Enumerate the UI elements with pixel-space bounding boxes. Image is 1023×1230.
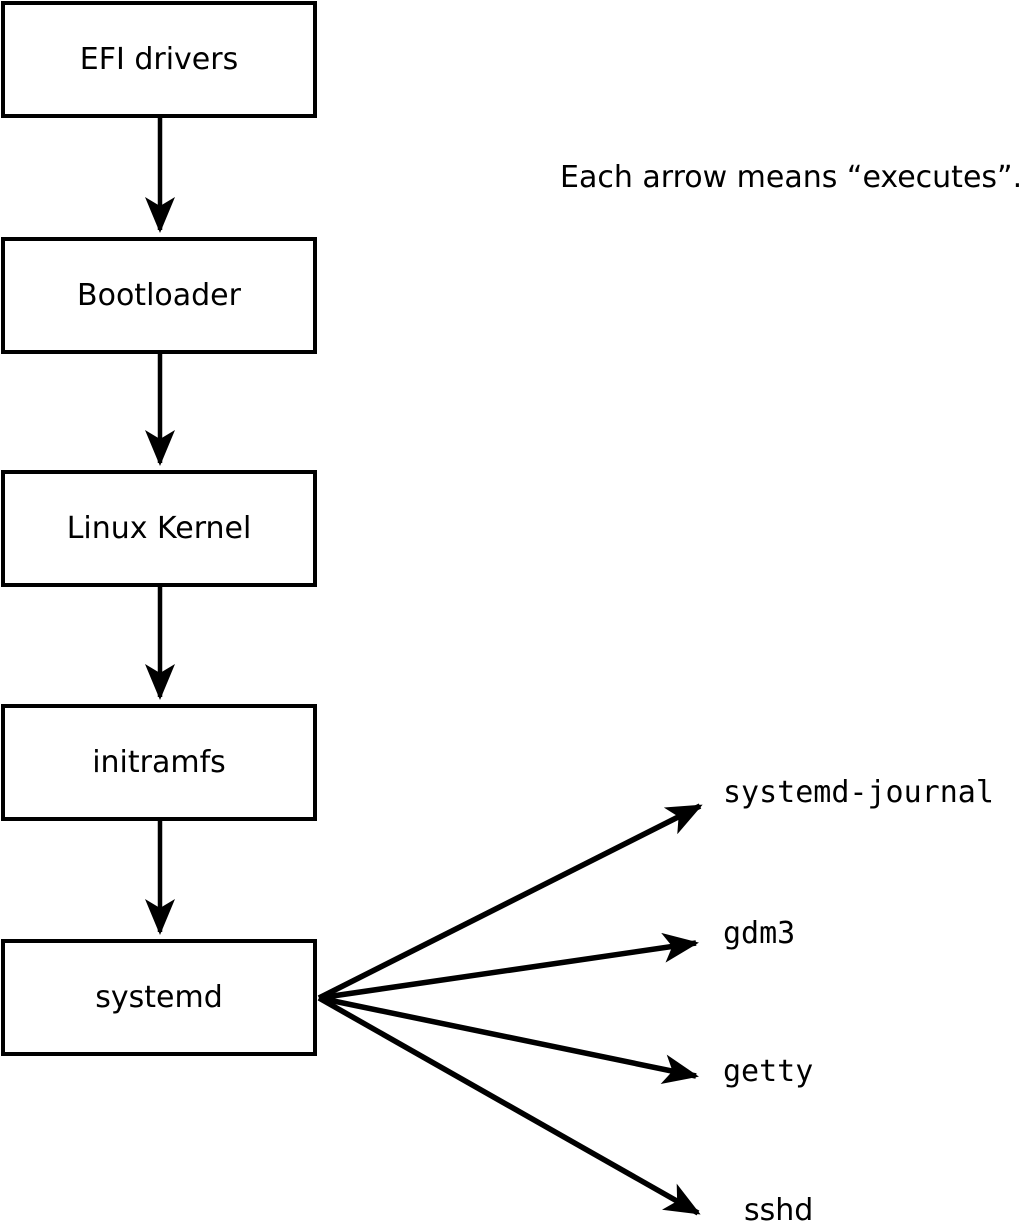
- process-label-getty: getty: [723, 1054, 814, 1089]
- node-bootloader-label: Bootloader: [77, 277, 241, 313]
- node-efi-drivers-label: EFI drivers: [79, 41, 239, 77]
- legend-note: Each arrow means “executes”.: [560, 160, 1023, 195]
- node-initramfs: initramfs: [1, 704, 317, 821]
- arrow-systemd-to-journal: [317, 803, 703, 1001]
- arrow-systemd-to-gdm3: [318, 932, 699, 1001]
- node-initramfs-label: initramfs: [92, 744, 226, 780]
- arrow-systemd-to-sshd: [317, 995, 701, 1216]
- node-systemd: systemd: [1, 939, 317, 1056]
- node-linux-kernel-label: Linux Kernel: [66, 510, 252, 546]
- process-label-gdm3: gdm3: [723, 916, 796, 951]
- node-linux-kernel: Linux Kernel: [1, 470, 317, 587]
- node-efi-drivers: EFI drivers: [1, 1, 317, 118]
- node-systemd-label: systemd: [95, 979, 223, 1015]
- process-label-systemd-journal: systemd-journal: [723, 775, 994, 810]
- arrow-systemd-to-getty: [318, 995, 699, 1085]
- process-label-sshd: sshd: [744, 1193, 814, 1228]
- node-bootloader: Bootloader: [1, 237, 317, 354]
